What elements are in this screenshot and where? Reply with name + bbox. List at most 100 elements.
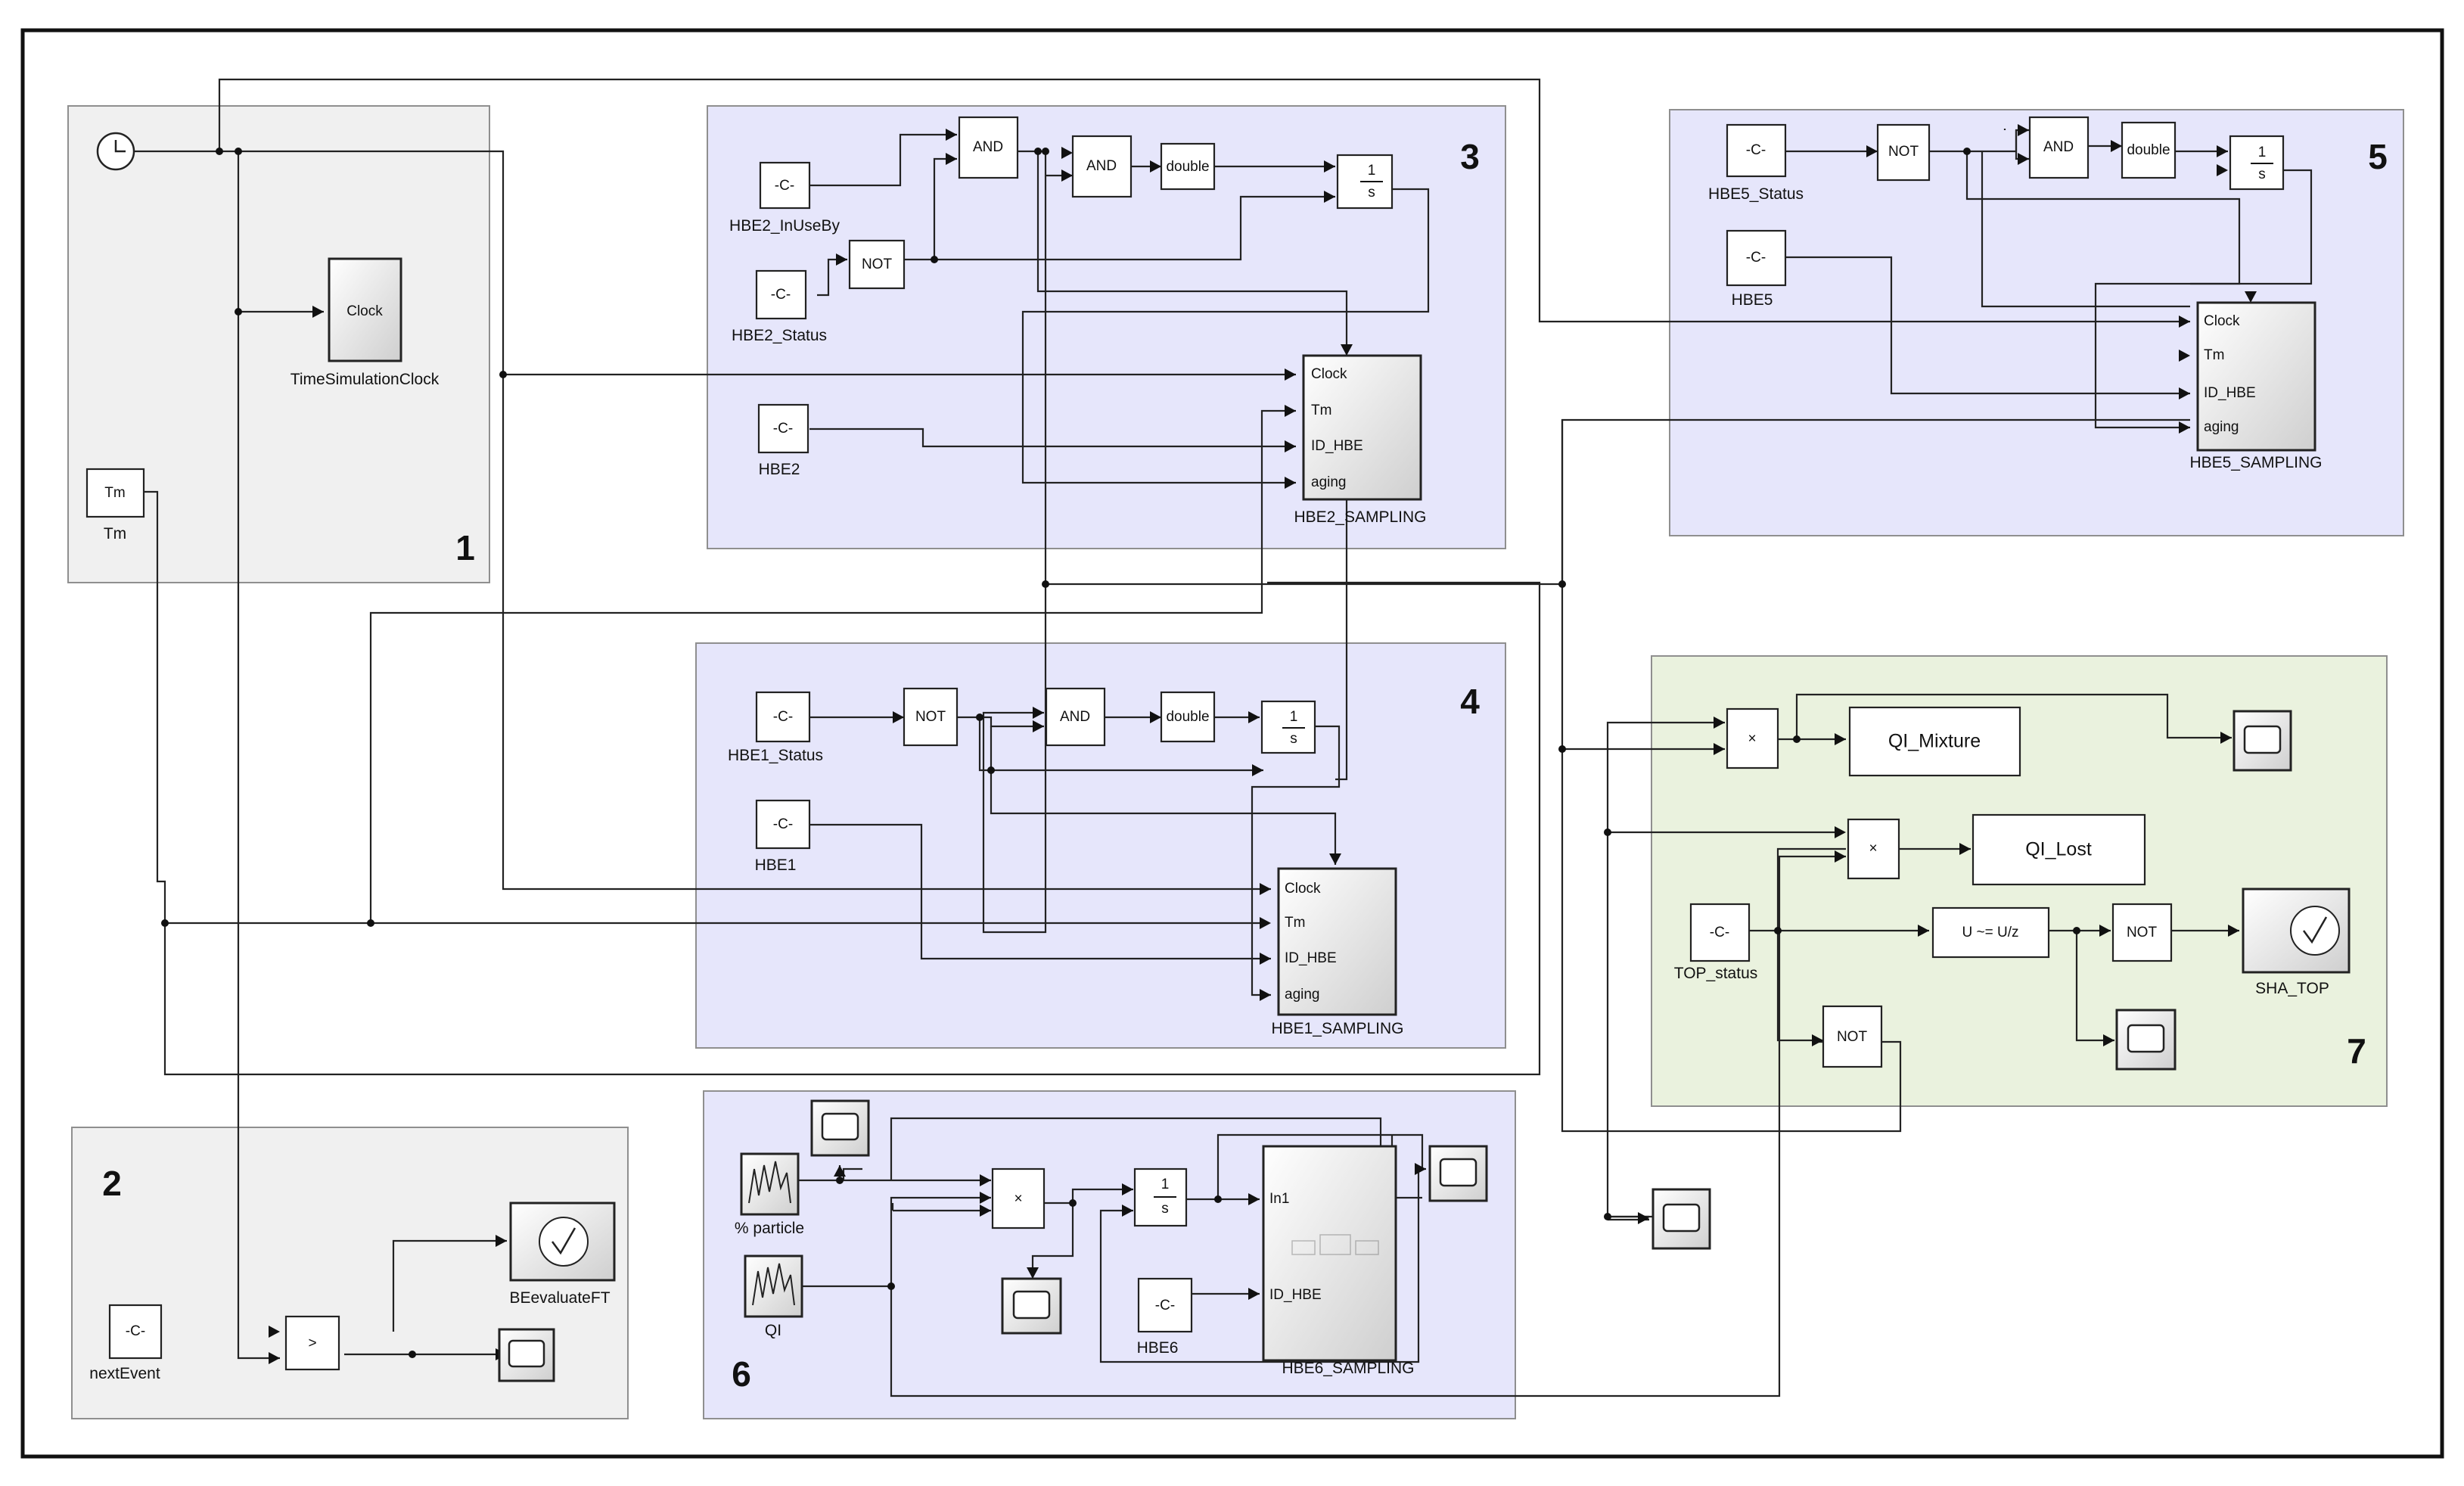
- waveform-icon: [752, 1263, 795, 1306]
- hbe2-status-constant[interactable]: -C- HBE2_Status: [732, 269, 827, 344]
- next-event-label: nextEvent: [89, 1365, 160, 1382]
- scope-block-region-6-b[interactable]: [1001, 1277, 1062, 1335]
- hbe5-status-constant[interactable]: -C- HBE5_Status: [1708, 123, 1804, 203]
- sha-top-block[interactable]: SHA_TOP: [2242, 888, 2351, 997]
- port-id-hbe: ID_HBE: [1269, 1287, 1322, 1303]
- hbe6-text: -C-: [1155, 1298, 1175, 1313]
- not-block-hbe5[interactable]: NOT: [1876, 123, 1931, 182]
- scope-block-standalone[interactable]: [1651, 1188, 1711, 1250]
- hbe5-text: -C-: [1746, 250, 1766, 266]
- not-block-hbe1[interactable]: NOT: [903, 687, 959, 747]
- times-text: ×: [1869, 841, 1877, 856]
- integrator-num: 1: [1368, 163, 1376, 179]
- double-text: double: [1166, 709, 1209, 725]
- hbe1-text: -C-: [773, 816, 793, 832]
- qi-source-block[interactable]: QI: [744, 1254, 803, 1339]
- integrator-den: s: [2258, 166, 2266, 182]
- greater-text: >: [308, 1335, 316, 1351]
- integrator-den: s: [1161, 1201, 1169, 1217]
- particle-source-block[interactable]: % particle: [735, 1152, 804, 1237]
- hbe1-sampling-subsystem[interactable]: Clock Tm ID_HBE aging HBE1_SAMPLING: [1271, 867, 1404, 1037]
- scope-block-region-7-b[interactable]: [2115, 1009, 2177, 1071]
- times-text: ×: [1748, 731, 1756, 747]
- scope-block-region-7-a[interactable]: [2233, 710, 2292, 772]
- hbe2-sampling-subsystem[interactable]: Clock Tm ID_HBE aging HBE2_SAMPLING: [1294, 354, 1427, 526]
- top-status-constant[interactable]: -C- TOP_status: [1674, 903, 1758, 982]
- hbe6-sampling-label: HBE6_SAMPLING: [1282, 1360, 1414, 1377]
- integrator-den: s: [1290, 731, 1297, 747]
- particle-label: % particle: [735, 1220, 804, 1237]
- scope-block-region-2[interactable]: [498, 1328, 555, 1382]
- not-block-top[interactable]: NOT: [2111, 903, 2173, 962]
- hbe6-sampling-subsystem[interactable]: In1 ID_HBE HBE6_SAMPLING: [1262, 1145, 1415, 1377]
- qi-label: QI: [765, 1322, 781, 1339]
- hbe5-constant[interactable]: -C- HBE5: [1726, 229, 1787, 309]
- hbe2-constant[interactable]: -C- HBE2: [757, 403, 809, 478]
- times-text: ×: [1014, 1191, 1022, 1207]
- and-text: AND: [1060, 709, 1090, 725]
- not-block-region-7-lower[interactable]: NOT: [1822, 1005, 1883, 1068]
- product-block-qi-mixture[interactable]: ×: [1726, 707, 1779, 769]
- integrator-block-region-6[interactable]: 1 s: [1133, 1167, 1188, 1227]
- hbe5-sampling-label: HBE5_SAMPLING: [2189, 454, 2322, 471]
- port-id-hbe: ID_HBE: [2204, 385, 2256, 401]
- not-text: NOT: [2127, 925, 2158, 940]
- product-block-qi-lost[interactable]: ×: [1847, 818, 1900, 880]
- clock-block-label: TimeSimulationClock: [291, 371, 440, 388]
- not-equal-delay-block[interactable]: U ~= U/z: [1931, 906, 2050, 959]
- port-aging: aging: [1285, 987, 1320, 1003]
- hbe2-status-label: HBE2_Status: [732, 327, 827, 344]
- double-block-hbe1[interactable]: double: [1160, 691, 1216, 743]
- port-in1: In1: [1269, 1191, 1289, 1207]
- hbe5-sampling-subsystem[interactable]: Clock Tm ID_HBE aging HBE5_SAMPLING: [2189, 301, 2323, 471]
- be-evaluate-label: BEevaluateFT: [509, 1289, 610, 1307]
- greater-than-block[interactable]: >: [284, 1315, 340, 1371]
- clock-source-icon[interactable]: [96, 132, 135, 171]
- clock-block-text: Clock: [346, 303, 383, 319]
- integrator-num: 1: [2258, 145, 2267, 160]
- product-block-region-6[interactable]: ×: [991, 1167, 1046, 1230]
- not-block-hbe2[interactable]: NOT: [848, 239, 906, 290]
- next-event-constant[interactable]: -C- nextEvent: [89, 1304, 163, 1382]
- integrator-block-hbe2[interactable]: 1 s: [1336, 154, 1394, 210]
- region-backgrounds: [67, 105, 2404, 1419]
- and-block-hbe2-b[interactable]: AND: [1071, 135, 1133, 198]
- port-id-hbe: ID_HBE: [1311, 438, 1363, 454]
- tm-block-label: Tm: [104, 525, 126, 542]
- scope-block-region-6-c[interactable]: [1428, 1145, 1488, 1202]
- region-3-number: 3: [1460, 137, 1480, 176]
- qi-mixture-block[interactable]: QI_Mixture: [1848, 706, 2021, 777]
- port-id-hbe: ID_HBE: [1285, 950, 1337, 966]
- be-evaluate-ft-block[interactable]: BEevaluateFT: [509, 1202, 616, 1307]
- scope-block-region-6-a[interactable]: [810, 1099, 870, 1157]
- qi-mixture-text: QI_Mixture: [1888, 731, 1981, 752]
- integrator-num: 1: [1290, 709, 1298, 725]
- hbe1-sampling-label: HBE1_SAMPLING: [1271, 1020, 1403, 1037]
- arrowheads: [269, 124, 2257, 1364]
- hbe5-status-label: HBE5_Status: [1708, 185, 1804, 203]
- and-block-hbe2-a[interactable]: AND: [958, 116, 1019, 179]
- hbe2-inuseby-constant[interactable]: -C- HBE2_InUseBy: [729, 161, 840, 235]
- hbe1-status-constant[interactable]: -C- HBE1_Status: [728, 691, 823, 764]
- time-simulation-clock-block[interactable]: Clock TimeSimulationClock: [291, 257, 440, 388]
- port-clock: Clock: [2204, 313, 2240, 329]
- hbe2-label: HBE2: [759, 461, 800, 478]
- and-block-hbe1[interactable]: AND: [1045, 687, 1106, 747]
- qi-lost-text: QI_Lost: [2025, 839, 2092, 860]
- hbe1-status-label: HBE1_Status: [728, 747, 823, 764]
- and-text: AND: [1086, 158, 1117, 174]
- not-text: NOT: [862, 256, 893, 272]
- and-block-hbe5[interactable]: AND: [2028, 116, 2090, 179]
- integrator-block-hbe1[interactable]: 1 s: [1260, 700, 1316, 754]
- qi-lost-block[interactable]: QI_Lost: [1972, 813, 2146, 886]
- hbe6-constant[interactable]: -C- HBE6: [1137, 1277, 1193, 1357]
- hbe5-status-text: -C-: [1746, 142, 1766, 158]
- double-block-hbe5[interactable]: double: [2121, 121, 2177, 179]
- check-icon: [551, 1227, 576, 1255]
- hbe1-constant[interactable]: -C- HBE1: [755, 799, 811, 874]
- integrator-block-hbe5[interactable]: 1 s: [2229, 135, 2285, 191]
- double-text: double: [2127, 142, 2170, 158]
- double-block-hbe2[interactable]: double: [1160, 142, 1216, 191]
- tm-block[interactable]: Tm Tm: [85, 468, 145, 542]
- hbe2-inuseby-text: -C-: [775, 178, 794, 194]
